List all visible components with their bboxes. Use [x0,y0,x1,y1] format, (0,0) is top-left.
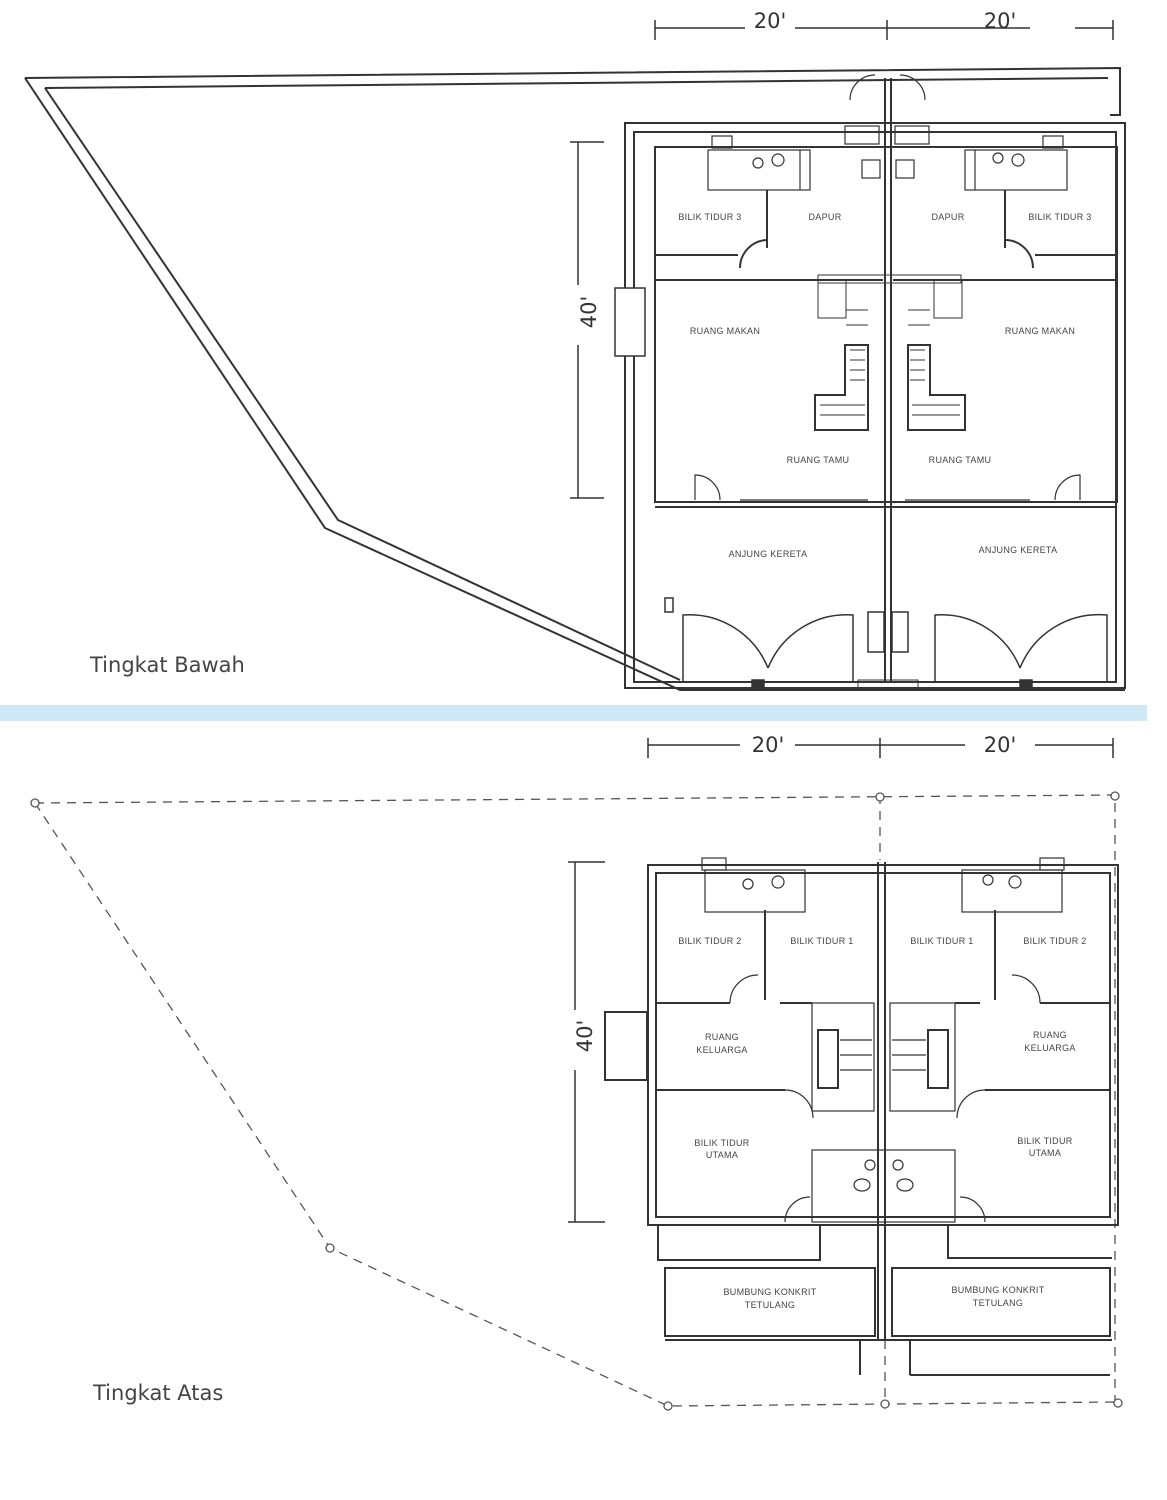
ground-car-porch-gates [664,597,1108,689]
ground-kitchen-sinks [844,74,930,179]
ground-floor-plan: 20' 20' 40' [24,9,1126,691]
ground-right-dining-label: RUANG MAKAN [1005,326,1075,336]
upper-right-family-room-label-1: RUANG [1033,1030,1067,1040]
upper-width-dimension [647,738,1114,758]
upper-staircase [811,1002,956,1112]
ground-living-doors [694,474,1081,501]
ground-width-right-label: 20' [984,9,1017,33]
upper-concrete-roof [657,1225,1112,1376]
ground-right-car-porch-label: ANJUNG KERETA [979,545,1058,555]
ground-bathroom-right [964,135,1068,191]
upper-bathrooms [701,857,1065,913]
upper-master-bathroom [811,1149,956,1223]
upper-left-master-bedroom-label-1: BILIK TIDUR [694,1138,749,1148]
upper-floor-title: Tingkat Atas [92,1381,223,1405]
upper-left-family-room-label-1: RUANG [705,1032,739,1042]
ground-bathroom-left [707,135,811,191]
upper-left-master-bedroom-label-2: UTAMA [706,1150,738,1160]
section-separator [0,705,1147,721]
ground-lot-boundary [24,66,1125,691]
ground-bay-window [614,287,646,357]
ground-left-car-porch-label: ANJUNG KERETA [729,549,808,559]
ground-depth-label: 40' [577,296,601,329]
upper-doors [729,974,1041,1223]
ground-left-bedroom-3-label: BILIK TIDUR 3 [678,212,741,222]
upper-right-roof-label-1: BUMBUNG KONKRIT [951,1285,1044,1295]
upper-right-bedroom-2-label: BILIK TIDUR 2 [1023,936,1086,946]
upper-left-bedroom-2-label: BILIK TIDUR 2 [678,936,741,946]
upper-depth-dimension [568,861,605,1223]
upper-bay-window [604,1011,648,1081]
upper-width-left-label: 20' [752,733,785,757]
ground-left-kitchen-label: DAPUR [808,212,841,222]
ground-left-dining-label: RUANG MAKAN [690,326,760,336]
upper-right-master-bedroom-label-1: BILIK TIDUR [1017,1136,1072,1146]
upper-depth-label: 40' [573,1020,597,1053]
ground-width-dimension [654,20,1114,40]
ground-house-walls [624,78,1126,689]
upper-right-roof-label-2: TETULANG [973,1298,1023,1308]
upper-right-bedroom-1-label: BILIK TIDUR 1 [910,936,973,946]
ground-width-left-label: 20' [754,9,787,33]
ground-depth-dimension [570,141,604,499]
ground-bedroom-partitions [655,190,1117,269]
upper-left-roof-label-2: TETULANG [745,1300,795,1310]
upper-width-right-label: 20' [984,733,1017,757]
ground-staircase [814,274,966,431]
ground-floor-title: Tingkat Bawah [89,653,245,677]
upper-right-family-room-label-2: KELUARGA [1024,1043,1075,1053]
ground-right-kitchen-label: DAPUR [931,212,964,222]
ground-left-living-label: RUANG TAMU [787,455,850,465]
upper-right-master-bedroom-label-2: UTAMA [1029,1148,1061,1158]
ground-right-living-label: RUANG TAMU [929,455,992,465]
upper-lot-markers [30,791,1123,1411]
ground-right-bedroom-3-label: BILIK TIDUR 3 [1028,212,1091,222]
upper-floor-plan: 20' 20' 40' [30,733,1123,1411]
upper-left-bedroom-1-label: BILIK TIDUR 1 [790,936,853,946]
upper-left-family-room-label-2: KELUARGA [696,1045,747,1055]
upper-left-roof-label-1: BUMBUNG KONKRIT [723,1287,816,1297]
